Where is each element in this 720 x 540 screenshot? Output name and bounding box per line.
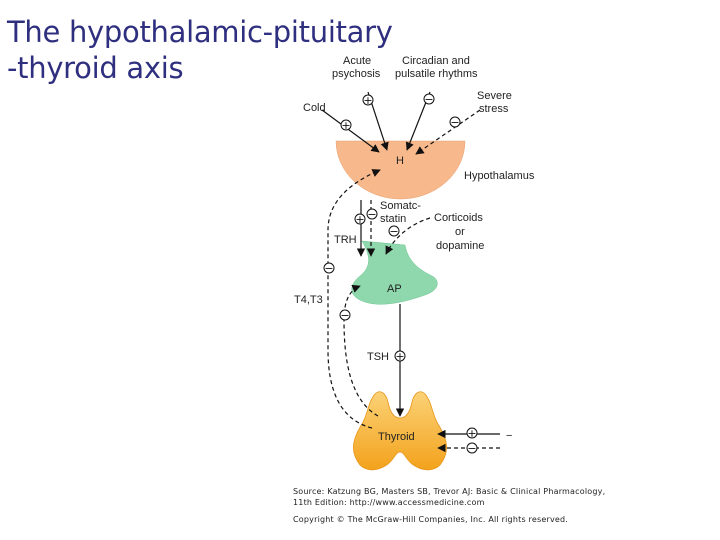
hypothalamus-h-label: H (396, 155, 404, 167)
corticoids-sign: − (388, 225, 400, 238)
feedback-pituitary-sign: − (339, 309, 351, 322)
severe-stress-sign: − (449, 116, 461, 129)
svg-text:+: + (341, 119, 350, 132)
svg-text:+: + (395, 350, 404, 363)
svg-text:+: + (467, 427, 476, 440)
cold-label: Cold (303, 102, 326, 114)
source-citation: Source: Katzung BG, Masters SB, Trevor A… (293, 486, 713, 525)
severe-stress-label: Severe stress (477, 90, 515, 115)
svg-text:+: + (363, 94, 372, 107)
svg-text:−: − (450, 116, 459, 129)
feedback-to-hypothalamus-arrow (327, 169, 381, 429)
t4t3-label: T4,T3 (294, 294, 323, 306)
somatostatin-label: Somatc- statin (380, 200, 424, 225)
title-line-2: -thyroid axis (7, 51, 184, 85)
circadian-rhythms-label: Circadian and pulsatile rhythms (395, 55, 478, 80)
tsh-label: TSH (367, 351, 389, 363)
svg-text:−: − (367, 208, 376, 221)
svg-text:+: + (355, 213, 364, 226)
copyright-line: Copyright © The McGraw-Hill Companies, I… (293, 515, 569, 524)
svg-text:−: − (340, 309, 349, 322)
anterior-pituitary-label: AP (387, 283, 402, 295)
trh-label: TRH (334, 234, 357, 246)
hypothalamus-shape (335, 140, 466, 200)
somatostatin-sign: − (366, 208, 378, 221)
tsh-sign: + (394, 350, 406, 363)
severe-stress-arrow (415, 109, 481, 155)
feedback-to-pituitary-arrow (343, 284, 379, 417)
source-line-2: 11th Edition: http://www.accessmedicine.… (293, 498, 485, 507)
cold-arrow (321, 109, 380, 153)
trh-sign: + (354, 213, 366, 226)
svg-text:−: − (467, 442, 476, 455)
feedback-hypothalamus-sign: − (323, 262, 335, 275)
title-line-1: The hypothalamic-pituitary (7, 15, 393, 49)
acute-psychosis-sign: + (362, 94, 374, 107)
thyroid-label: Thyroid (378, 431, 415, 443)
acute-psychosis-label: Acute psychosis (332, 55, 381, 80)
source-line-1: Source: Katzung BG, Masters SB, Trevor A… (293, 487, 606, 496)
thyroid-input-minus-sign: − (466, 442, 478, 455)
svg-text:−: − (424, 93, 433, 106)
svg-text:−: − (389, 225, 398, 238)
corticoids-arrow (385, 217, 431, 255)
hypothalamus-label: Hypothalamus (464, 170, 535, 182)
svg-text:−: − (324, 262, 333, 275)
thyroid-input-dash: − (506, 430, 512, 442)
corticoids-label: Corticoids or dopamine (434, 212, 486, 252)
cold-sign: + (340, 119, 352, 132)
page-title: The hypothalamic-pituitary -thyroid axis (7, 14, 407, 86)
circadian-sign: − (423, 93, 435, 106)
thyroid-shape (353, 391, 447, 471)
thyroid-input-plus-sign: + (466, 427, 478, 440)
